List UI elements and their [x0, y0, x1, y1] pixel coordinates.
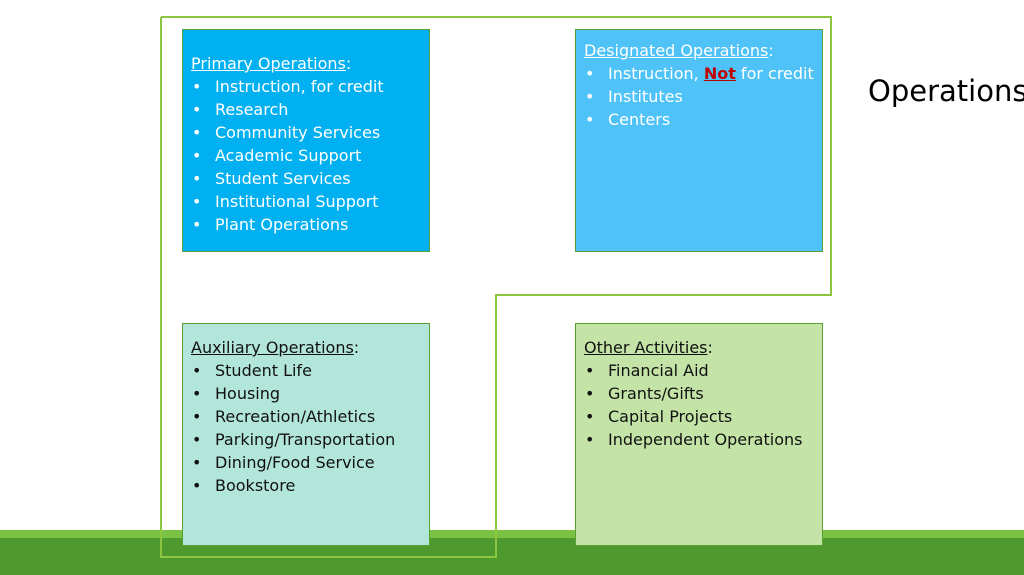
list-item: Recreation/Athletics — [191, 405, 421, 428]
list-item: Instruction, for credit — [191, 75, 421, 98]
list-item: Dining/Food Service — [191, 451, 421, 474]
list-item: Institutional Support — [191, 190, 421, 213]
primary-operations-box: Primary Operations: Instruction, for cre… — [182, 29, 430, 252]
list-item: Housing — [191, 382, 421, 405]
not-emphasis: Not — [703, 64, 736, 83]
primary-operations-list: Instruction, for credit Research Communi… — [191, 75, 421, 236]
other-activities-box: Other Activities: Financial Aid Grants/G… — [575, 323, 823, 546]
list-item: Academic Support — [191, 144, 421, 167]
list-item: Institutes — [584, 85, 814, 108]
list-item: Student Services — [191, 167, 421, 190]
other-activities-list: Financial Aid Grants/Gifts Capital Proje… — [584, 359, 814, 451]
list-item: Research — [191, 98, 421, 121]
list-item: Parking/Transportation — [191, 428, 421, 451]
auxiliary-operations-box: Auxiliary Operations: Student Life Housi… — [182, 323, 430, 546]
list-item: Community Services — [191, 121, 421, 144]
list-item: Instruction, Not for credit — [584, 62, 814, 85]
designated-operations-box: Designated Operations: Instruction, Not … — [575, 29, 823, 252]
list-item: Independent Operations — [584, 428, 814, 451]
footer-band-dark — [0, 538, 1024, 575]
auxiliary-operations-list: Student Life Housing Recreation/Athletic… — [191, 359, 421, 497]
auxiliary-operations-title: Auxiliary Operations — [191, 338, 354, 357]
slide-title: Operations — [868, 74, 1024, 108]
primary-operations-title: Primary Operations — [191, 54, 346, 73]
designated-operations-title: Designated Operations — [584, 41, 769, 60]
other-activities-title: Other Activities — [584, 338, 708, 357]
instruction-prefix: Instruction, — [608, 64, 704, 83]
list-item: Bookstore — [191, 474, 421, 497]
designated-operations-list: Instruction, Not for credit Institutes C… — [584, 62, 814, 131]
list-item: Centers — [584, 108, 814, 131]
list-item: Capital Projects — [584, 405, 814, 428]
list-item: Plant Operations — [191, 213, 421, 236]
instruction-suffix: for credit — [735, 64, 814, 83]
list-item: Student Life — [191, 359, 421, 382]
list-item: Financial Aid — [584, 359, 814, 382]
list-item: Grants/Gifts — [584, 382, 814, 405]
footer-band-light — [0, 530, 1024, 538]
